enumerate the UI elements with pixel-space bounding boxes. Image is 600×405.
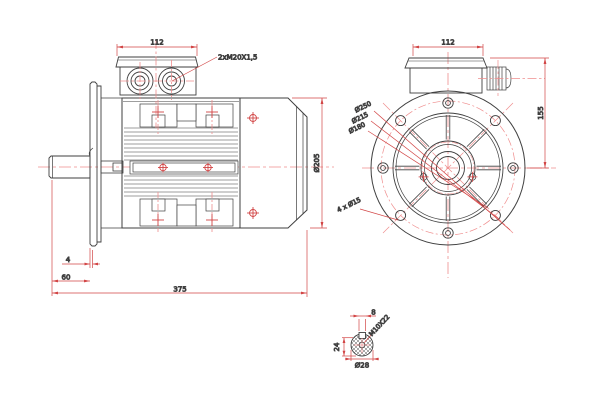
dim-key-width-label: 8 bbox=[371, 309, 375, 317]
flange-plate bbox=[89, 81, 102, 247]
front-view-dimensions bbox=[359, 44, 549, 231]
dim-body-diameter-label: Ø205 bbox=[313, 154, 321, 173]
shaft-section-view: 8 M10X22 24 Ø28 bbox=[333, 308, 392, 370]
target-mark bbox=[158, 162, 168, 173]
gland-thread-label: 2xM20X1,5 bbox=[218, 54, 257, 62]
dim-shaft-length-label: 60 bbox=[62, 274, 71, 282]
bottom-mounting-pads bbox=[139, 198, 234, 227]
terminal-box bbox=[115, 56, 199, 96]
shaft-hub bbox=[418, 140, 478, 196]
dim-key-depth-label: 24 bbox=[333, 342, 341, 351]
top-mounting-pads bbox=[139, 103, 234, 128]
dim-side-box-width-label: 112 bbox=[150, 39, 163, 47]
side-view: 112 2xM20X1,5 Ø205 4 60 375 bbox=[38, 38, 334, 297]
fan-cowl bbox=[239, 97, 308, 229]
spigot-circle-outer bbox=[392, 112, 504, 224]
side-view-center-marks bbox=[152, 106, 259, 226]
endshield-ribs bbox=[395, 115, 501, 221]
shaft-detail-dimensions bbox=[342, 314, 379, 361]
side-view-centerlines bbox=[120, 40, 213, 232]
side-view-dimensions bbox=[51, 44, 327, 297]
motor-body bbox=[121, 97, 241, 229]
target-mark bbox=[203, 162, 213, 173]
dim-shaft-diameter-label: Ø28 bbox=[355, 362, 369, 370]
target-mark bbox=[247, 112, 259, 124]
diagonal-centerline bbox=[382, 102, 514, 234]
target-mark bbox=[247, 207, 259, 219]
dim-spigot-label: Ø180 bbox=[347, 121, 366, 136]
dim-flange-step-label: 4 bbox=[66, 256, 71, 264]
cooling-fins bbox=[124, 127, 238, 197]
nameplate bbox=[129, 160, 239, 175]
dim-bolt-holes-label: 4 x Ø15 bbox=[336, 196, 362, 214]
dim-total-length-label: 375 bbox=[173, 286, 186, 294]
dim-center-to-top-label: 155 bbox=[537, 106, 545, 119]
front-view: 112 155 Ø250 Ø215 Ø180 4 x Ø15 bbox=[335, 38, 556, 278]
endshield-screws bbox=[377, 97, 519, 239]
terminal-box-lid bbox=[115, 56, 199, 68]
spigot-circle-inner bbox=[395, 115, 501, 221]
dim-front-box-width-label: 112 bbox=[441, 39, 454, 47]
flange-bolt-holes bbox=[395, 115, 501, 221]
keyway bbox=[358, 332, 366, 339]
terminal-box-front bbox=[404, 57, 545, 96]
flange-outer-circle bbox=[370, 90, 526, 246]
bearing-boss bbox=[100, 97, 124, 229]
shaft bbox=[48, 147, 94, 179]
